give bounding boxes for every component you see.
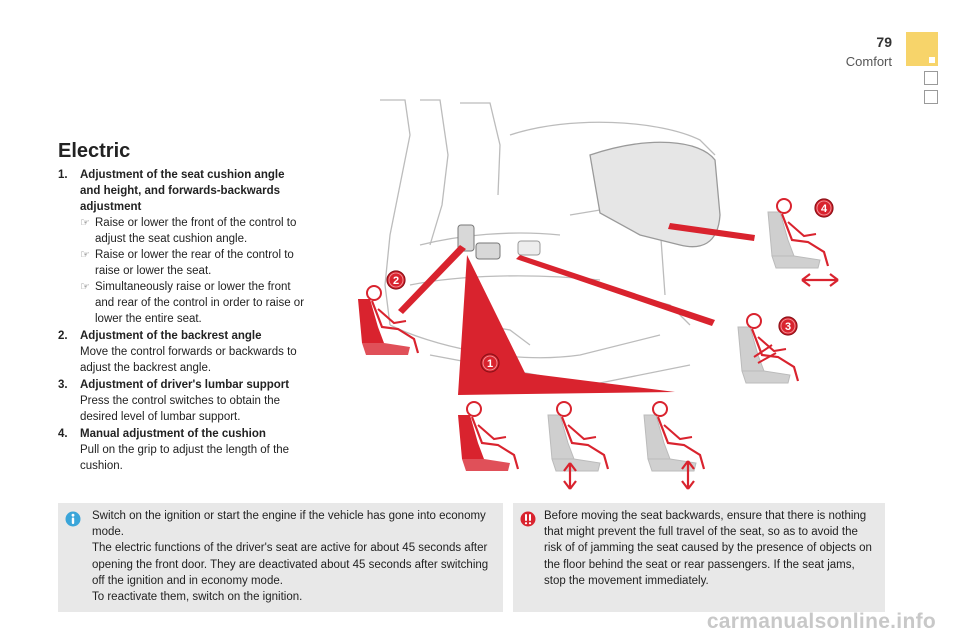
list-item: 1. Adjustment of the seat cushion angle …	[58, 167, 306, 327]
callout-3-badge: 3	[778, 316, 798, 336]
callout-1-badge: 1	[480, 353, 500, 373]
section-title: Comfort	[845, 54, 892, 69]
cushion-length-icon	[766, 197, 839, 287]
section-tab[interactable]	[906, 32, 938, 66]
item-number: 4.	[58, 428, 68, 440]
warning-box: Before moving the seat backwards, ensure…	[513, 503, 885, 612]
callout-2-badge: 2	[386, 270, 406, 290]
callout-2-label: 2	[393, 275, 399, 287]
page-number: 79	[876, 34, 892, 50]
item-number: 2.	[58, 330, 68, 342]
bullet-text: Raise or lower the front of the control …	[80, 215, 306, 247]
callout-4-badge: 4	[814, 198, 834, 218]
section-tab-empty[interactable]	[924, 90, 938, 104]
item-heading: Adjustment of driver's lumbar support	[80, 379, 290, 391]
warning-icon	[520, 511, 536, 527]
callout-3-label: 3	[785, 321, 791, 333]
info-text: To reactivate them, switch on the igniti…	[92, 591, 303, 604]
info-icon	[65, 511, 81, 527]
bullet-text: Raise or lower the rear of the control t…	[80, 247, 306, 279]
page-title: Electric	[58, 140, 131, 162]
footer-watermark: carmanualsonline.info	[706, 610, 936, 633]
item-heading: Adjustment of the seat cushion angle and…	[80, 169, 285, 213]
seat-height-icon	[546, 400, 610, 490]
seat-illustration: 1 2 3 4	[356, 99, 839, 490]
backrest-angle-icon	[356, 284, 420, 357]
bullet-text: Simultaneously raise or lower the front …	[80, 279, 306, 327]
tab-marker-icon	[929, 57, 935, 63]
list-item: 2. Adjustment of the backrest angle Move…	[58, 328, 306, 376]
info-text: Switch on the ignition or start the engi…	[92, 510, 486, 539]
item-number: 3.	[58, 379, 68, 391]
item-number: 1.	[58, 169, 68, 181]
item-text: Move the control forwards or backwards t…	[80, 346, 297, 374]
item-text: Press the control switches to obtain the…	[80, 395, 281, 423]
callout-4-label: 4	[821, 203, 828, 215]
warning-text: Before moving the seat backwards, ensure…	[544, 510, 872, 587]
info-box: Switch on the ignition or start the engi…	[58, 503, 503, 612]
item-heading: Manual adjustment of the cushion	[80, 428, 266, 440]
item-text: Pull on the grip to adjust the length of…	[80, 444, 290, 472]
list-item: 3. Adjustment of driver's lumbar support…	[58, 377, 306, 425]
item-heading: Adjustment of the backrest angle	[80, 330, 262, 342]
callout-1-label: 1	[487, 358, 493, 370]
cushion-angle-icon	[456, 400, 520, 473]
section-tab-empty[interactable]	[924, 71, 938, 85]
instruction-list: 1. Adjustment of the seat cushion angle …	[58, 167, 306, 475]
list-item: 4. Manual adjustment of the cushion Pull…	[58, 426, 306, 474]
info-text: The electric functions of the driver's s…	[92, 542, 489, 587]
lumbar-support-icon	[736, 312, 800, 385]
whole-seat-height-icon	[642, 400, 706, 490]
